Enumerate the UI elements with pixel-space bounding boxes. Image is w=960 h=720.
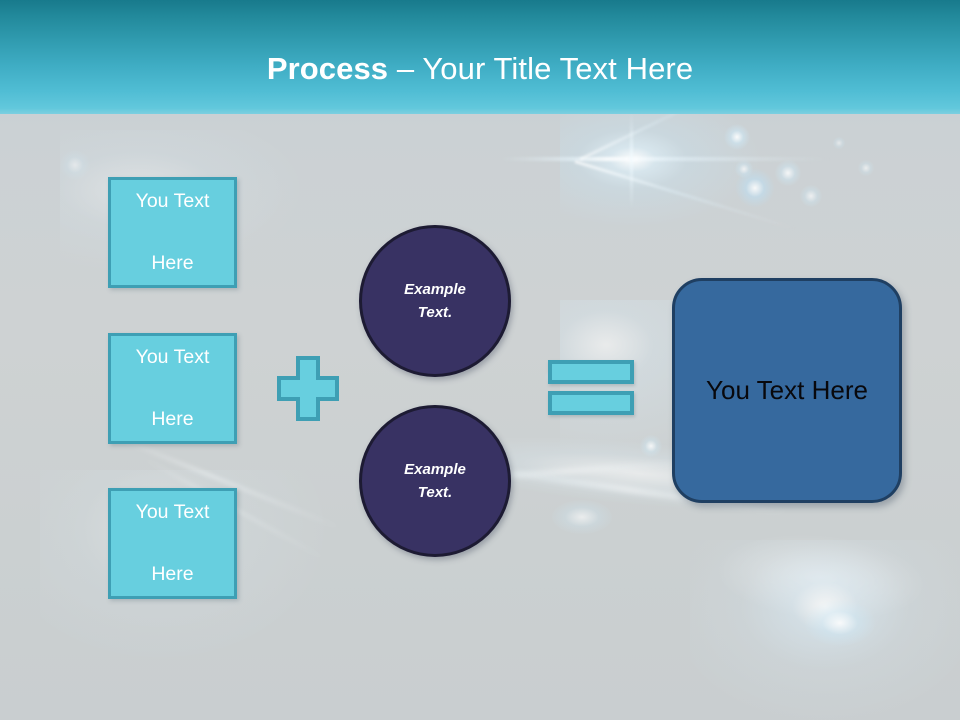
equals-bar-bottom — [548, 391, 634, 415]
glow-orb-1 — [724, 124, 750, 150]
lens-flare-spike-horizontal — [500, 157, 830, 161]
glow-orb-10 — [60, 150, 90, 180]
glow-orb-11 — [552, 500, 612, 534]
lens-flare-spike-vertical — [630, 112, 633, 210]
glow-orb-5 — [800, 185, 822, 207]
equals-bar-top — [548, 360, 634, 384]
equals-icon — [548, 360, 634, 415]
page-title: Process – Your Title Text Here — [0, 50, 960, 88]
page-title-bold: Process — [266, 51, 389, 86]
glow-orb-4 — [775, 160, 801, 186]
result-box-label: You Text Here — [706, 375, 868, 405]
glow-orb-3 — [735, 168, 775, 208]
glow-orb-8 — [640, 435, 662, 457]
plus-icon — [277, 356, 339, 421]
result-box[interactable]: You Text Here — [672, 278, 902, 503]
glow-orb-7 — [833, 137, 845, 149]
slide-header-banner: Process – Your Title Text Here — [0, 0, 960, 114]
page-title-rest: – Your Title Text Here — [388, 51, 694, 86]
glow-orb-6 — [858, 160, 874, 176]
glow-orb-12 — [805, 600, 875, 646]
